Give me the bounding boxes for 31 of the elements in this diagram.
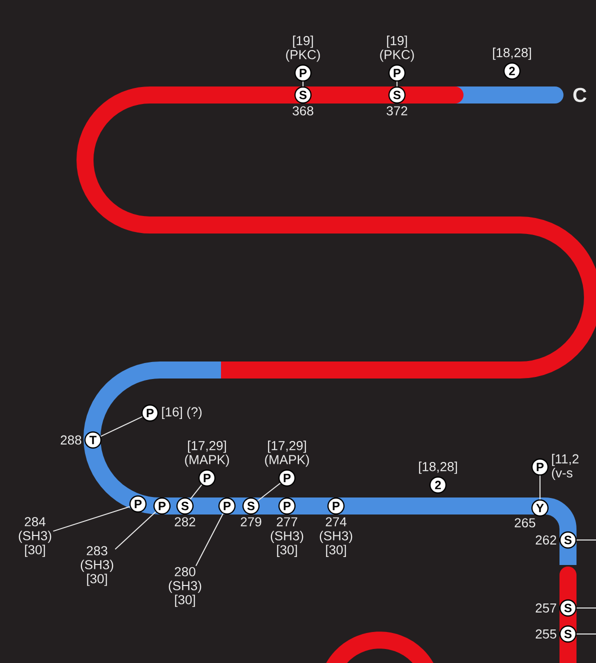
residue-annotation: 372 (386, 106, 408, 116)
residue-annotation: [16] (?) (162, 406, 202, 420)
leader-line (114, 511, 156, 550)
residue-annotation: [17,29] (MAPK) (265, 440, 309, 467)
residue-annotation: [19] (PKC) (380, 36, 414, 62)
leader-line (195, 513, 224, 566)
residue-annotation: 279 (240, 517, 262, 526)
residue-annotation: 282 (174, 517, 196, 526)
residue-annotation: 262 (536, 535, 556, 545)
residue-annotation: 368 (292, 106, 314, 116)
residue-annotation: [11,2 (v-s (552, 454, 578, 480)
leader-line (396, 81, 398, 87)
residue-annotation: 277 (SH3) [30] (270, 517, 304, 557)
residue-annotation: [17,29] (MAPK) (185, 440, 229, 467)
residue-annotation: [18,28] (419, 462, 457, 474)
leader-line (257, 482, 281, 502)
residue-annotation: 255 (536, 629, 556, 639)
residue-label: 280 (SH3) [30] (168, 567, 202, 607)
leader-line (52, 506, 130, 532)
residue-annotation: [19] (PKC) (286, 36, 320, 62)
residue-annotation: 274 (SH3) [30] (320, 517, 352, 557)
leader-line (190, 484, 202, 500)
residue-annotation: 257 (536, 603, 556, 613)
leader-line (100, 416, 143, 437)
residue-annotation: [18,28] (493, 48, 531, 60)
residue-label: 283 (SH3) [30] (80, 546, 114, 586)
terminus-label: C (573, 88, 586, 102)
residue-annotation: 265 (514, 518, 536, 528)
residue-label: 284 (SH3) [30] (18, 517, 52, 557)
residue-annotation: 288 (60, 435, 82, 445)
leader-line (302, 81, 304, 87)
